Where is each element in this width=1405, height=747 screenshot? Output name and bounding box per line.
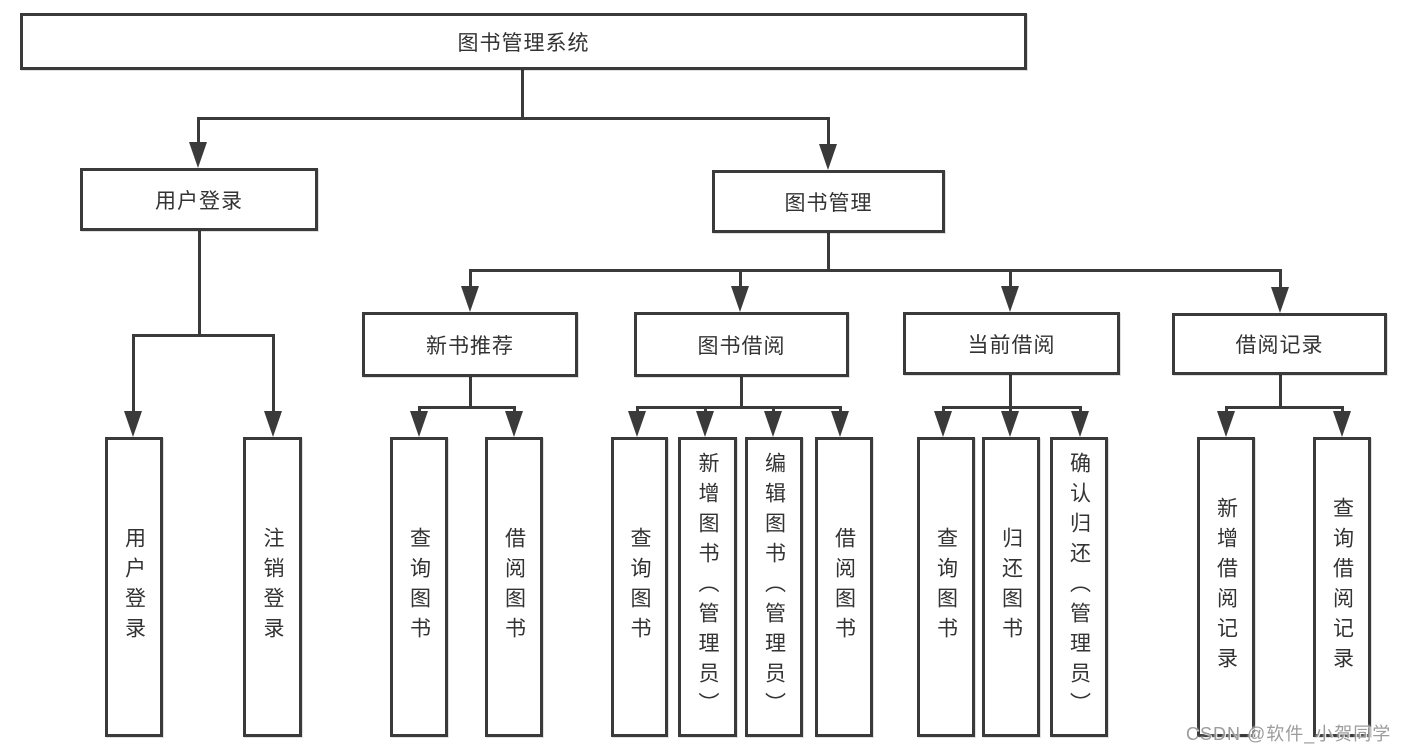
arrow-shaft xyxy=(132,334,135,419)
node-new-book-recommend-label: 新书推荐 xyxy=(426,334,514,358)
leaf-recommend-query-books-label: 查询图书 xyxy=(407,527,431,647)
node-book-borrow: 图书借阅 xyxy=(634,312,849,377)
arrow-head-down-icon xyxy=(628,411,646,437)
arrow-head-down-icon xyxy=(1001,286,1019,312)
leaf-query-borrow-record: 查询借阅记录 xyxy=(1313,437,1371,737)
connector-line xyxy=(1009,375,1012,408)
csdn-watermark: CSDN @软件_小贺同学 xyxy=(1186,724,1392,744)
arrow-head-down-icon xyxy=(831,411,849,437)
connector-line xyxy=(827,233,830,270)
leaf-borrow-books: 借阅图书 xyxy=(815,437,873,737)
arrow-head-down-icon xyxy=(505,411,523,437)
arrow-head-down-icon xyxy=(1001,411,1019,437)
connector-line xyxy=(1279,375,1282,408)
arrow-head-down-icon xyxy=(819,144,837,170)
leaf-confirm-return-admin-label: 确认归还（管理员） xyxy=(1067,452,1091,722)
connector-line xyxy=(521,70,524,118)
arrow-head-down-icon xyxy=(696,411,714,437)
connector-line xyxy=(198,231,201,335)
arrow-head-down-icon xyxy=(461,286,479,312)
connector-line xyxy=(942,406,1082,409)
arrow-shaft xyxy=(739,269,742,294)
connector-line xyxy=(132,334,275,337)
leaf-edit-books-admin-label: 编辑图书（管理员） xyxy=(762,452,786,722)
leaf-borrow-query-books-label: 查询图书 xyxy=(628,527,651,647)
node-borrow-records: 借阅记录 xyxy=(1172,313,1387,375)
arrow-head-down-icon xyxy=(1271,287,1289,313)
leaf-recommend-query-books: 查询图书 xyxy=(390,437,448,737)
leaf-add-borrow-record: 新增借阅记录 xyxy=(1197,437,1255,737)
arrow-head-down-icon xyxy=(124,411,142,437)
arrow-head-down-icon xyxy=(264,411,282,437)
leaf-current-query-books-label: 查询图书 xyxy=(934,527,958,647)
node-library-system: 图书管理系统 xyxy=(20,13,1027,70)
arrow-head-down-icon xyxy=(934,411,952,437)
arrow-shaft xyxy=(1009,269,1012,294)
leaf-logout-label: 注销登录 xyxy=(261,527,284,647)
arrow-shaft xyxy=(1279,269,1282,295)
leaf-borrow-books-label: 借阅图书 xyxy=(832,527,856,647)
arrow-head-down-icon xyxy=(731,286,749,312)
arrow-head-down-icon xyxy=(410,411,428,437)
node-new-book-recommend: 新书推荐 xyxy=(362,312,578,377)
arrow-shaft xyxy=(272,334,275,419)
leaf-return-books-label: 归还图书 xyxy=(999,527,1023,647)
leaf-query-borrow-record-label: 查询借阅记录 xyxy=(1330,497,1354,677)
leaf-edit-books-admin: 编辑图书（管理员） xyxy=(745,437,803,737)
arrow-head-down-icon xyxy=(1333,411,1351,437)
leaf-current-query-books: 查询图书 xyxy=(917,437,975,737)
arrow-head-down-icon xyxy=(764,411,782,437)
leaf-add-books-admin: 新增图书（管理员） xyxy=(678,437,737,737)
connector-line xyxy=(469,269,1282,272)
leaf-recommend-borrow-books-label: 借阅图书 xyxy=(502,527,526,647)
leaf-user-login-label: 用户登录 xyxy=(122,527,146,647)
node-library-system-label: 图书管理系统 xyxy=(457,31,590,55)
node-current-borrow-label: 当前借阅 xyxy=(967,333,1056,357)
connector-line xyxy=(469,377,472,408)
arrow-shaft xyxy=(197,117,200,150)
arrow-shaft xyxy=(827,117,830,152)
leaf-return-books: 归还图书 xyxy=(982,437,1040,737)
leaf-add-books-admin-label: 新增图书（管理员） xyxy=(696,452,719,722)
node-current-borrow: 当前借阅 xyxy=(903,312,1120,375)
leaf-user-login: 用户登录 xyxy=(105,437,163,737)
leaf-borrow-query-books: 查询图书 xyxy=(611,437,668,737)
connector-line xyxy=(418,406,516,409)
connector-line xyxy=(1225,406,1344,409)
arrow-shaft xyxy=(469,269,472,294)
leaf-logout: 注销登录 xyxy=(243,437,302,737)
node-book-borrow-label: 图书借阅 xyxy=(697,334,786,358)
connector-line xyxy=(636,406,842,409)
leaf-confirm-return-admin: 确认归还（管理员） xyxy=(1050,437,1108,737)
node-book-management: 图书管理 xyxy=(712,170,945,233)
node-user-login: 用户登录 xyxy=(80,168,318,231)
arrow-head-down-icon xyxy=(1071,411,1089,437)
leaf-add-borrow-record-label: 新增借阅记录 xyxy=(1214,497,1238,677)
node-borrow-records-label: 借阅记录 xyxy=(1235,334,1324,357)
arrow-head-down-icon xyxy=(1217,411,1235,437)
connector-line xyxy=(740,377,743,408)
arrow-head-down-icon xyxy=(189,142,207,168)
node-user-login-label: 用户登录 xyxy=(155,189,243,213)
leaf-recommend-borrow-books: 借阅图书 xyxy=(485,437,543,737)
connector-line xyxy=(197,117,830,120)
node-book-management-label: 图书管理 xyxy=(784,191,873,215)
